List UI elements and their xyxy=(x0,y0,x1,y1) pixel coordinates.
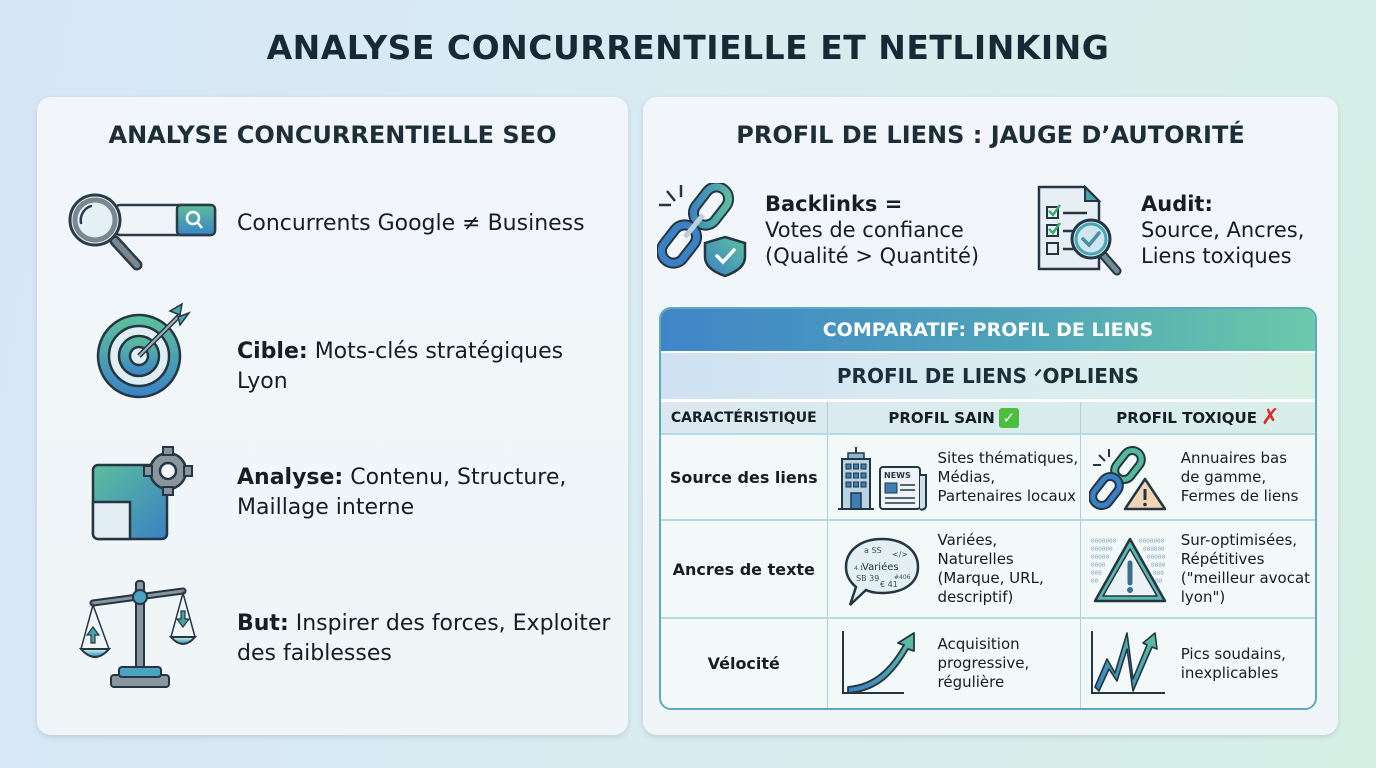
row-label: Vélocité xyxy=(661,619,828,708)
cell-line: Acquisition xyxy=(937,635,1020,653)
svg-text:</>: </> xyxy=(892,550,908,559)
cell-line: progressive, xyxy=(937,654,1030,672)
svg-text:0000: 0000 xyxy=(1151,562,1166,569)
svg-text:4.1: 4.1 xyxy=(854,565,864,572)
svg-text:NEWS: NEWS xyxy=(884,471,911,480)
right-panel-title: PROFIL DE LIENS : JAUGE D’AUTORITÉ xyxy=(736,121,1245,149)
row-label: Source des liens xyxy=(661,435,828,519)
speech-bubble-varied-icon: a SS </> 4.1 Variées SB 39 #406 € 41 xyxy=(844,537,919,606)
svg-text:0000000: 0000000 xyxy=(1091,538,1117,545)
column-header-characteristic: CARACTÉRISTIQUE xyxy=(661,402,828,433)
svg-text:000: 000 xyxy=(1153,570,1164,577)
smooth-growth-chart-icon xyxy=(841,631,915,694)
column-header-healthy: PROFIL SAIN✓ xyxy=(828,402,1081,433)
svg-text:00: 00 xyxy=(1155,578,1163,585)
cell-line: descriptif) xyxy=(937,588,1014,606)
svg-text:00000: 00000 xyxy=(1147,554,1165,561)
chain-link-shield-icon xyxy=(657,183,747,278)
healthy-cell: a SS </> 4.1 Variées SB 39 #406 € 41 Var… xyxy=(828,521,1081,617)
feature-line: Votes de confiance xyxy=(765,218,964,242)
feature-label: Backlinks = xyxy=(765,192,903,216)
item-text: Mots-clés stratégiques Lyon xyxy=(237,339,564,394)
cell-line: Médias, xyxy=(937,468,996,486)
cell-line: Partenaires locaux xyxy=(937,487,1077,505)
cell-line: Répétitives xyxy=(1180,550,1265,568)
cell-line: Fermes de liens xyxy=(1180,487,1299,505)
cell-line: inexplicables xyxy=(1180,664,1279,682)
list-item-target: Cible: Mots-clés stratégiques Lyon xyxy=(37,297,628,399)
feature-label: Audit: xyxy=(1141,192,1213,216)
table-header: COMPARATIF: PROFIL DE LIENS xyxy=(661,309,1315,351)
feature-audit: Audit: Source, Ancres, Liens toxiques xyxy=(1035,183,1335,278)
cell-line: (Marque, URL, xyxy=(937,569,1044,587)
table-column-headers: CARACTÉRISTIQUE PROFIL SAIN✓ PROFIL TOXI… xyxy=(661,399,1315,433)
cross-mark-icon: ✗ xyxy=(1260,405,1280,430)
svg-text:SB 39: SB 39 xyxy=(856,574,879,583)
cell-line: lyon") xyxy=(1180,588,1226,606)
competitive-analysis-panel: ANALYSE CONCURRENTIELLE SEO Concurrents … xyxy=(37,97,628,735)
cell-line: Sur-optimisées, xyxy=(1180,531,1298,549)
svg-text:000000: 000000 xyxy=(1091,546,1113,553)
svg-text:0000000: 0000000 xyxy=(1139,538,1165,545)
feature-backlinks: Backlinks = Votes de confiance (Qualité … xyxy=(657,183,997,278)
feature-line: Liens toxiques xyxy=(1141,244,1292,268)
puzzle-gear-icon xyxy=(91,446,193,541)
cell-line: Variées, xyxy=(937,531,998,549)
spiky-chart-icon xyxy=(1090,631,1165,694)
building-newspaper-icon: NEWS xyxy=(837,447,927,511)
cell-line: ("meilleur avocat xyxy=(1180,569,1311,587)
row-label: Ancres de texte xyxy=(661,521,828,617)
left-panel-title: ANALYSE CONCURRENTIELLE SEO xyxy=(108,121,557,149)
item-label: Analyse: xyxy=(237,465,344,490)
comparison-table: COMPARATIF: PROFIL DE LIENS PROFIL DE LI… xyxy=(659,307,1317,710)
cell-line: Pics soudains, xyxy=(1180,645,1286,663)
item-text: Concurrents Google ≠ Business xyxy=(237,211,585,236)
list-item-analysis: Analyse: Contenu, Structure, Maillage in… xyxy=(37,437,628,547)
list-item-competitors: Concurrents Google ≠ Business xyxy=(37,187,628,277)
svg-text:00: 00 xyxy=(1091,578,1099,585)
toxic-cell: Pics soudains, inexplicables xyxy=(1081,619,1315,708)
feature-line: (Qualité > Quantité) xyxy=(765,244,980,268)
svg-text:000000: 000000 xyxy=(1143,546,1165,553)
table-row: Ancres de texte a SS </> 4.1 Variées SB … xyxy=(661,519,1315,617)
cell-line: régulière xyxy=(937,673,1005,691)
table-row: Vélocité Acquisition progressive, réguli… xyxy=(661,617,1315,708)
item-text: Inspirer des forces, Exploiter des faibl… xyxy=(237,611,611,666)
svg-text:00000: 00000 xyxy=(1091,554,1109,561)
column-header-toxic: PROFIL TOXIQUE✗ xyxy=(1116,405,1280,430)
cell-line: de gamme, xyxy=(1180,468,1267,486)
svg-text:a SS: a SS xyxy=(864,546,882,555)
svg-text:#406: #406 xyxy=(894,574,911,581)
link-profile-panel: PROFIL DE LIENS : JAUGE D’AUTORITÉ Backl… xyxy=(643,97,1338,735)
audit-checklist-icon xyxy=(1037,184,1122,276)
search-bar-magnifier-icon xyxy=(68,193,217,271)
check-mark-icon: ✓ xyxy=(998,407,1019,428)
target-arrow-icon xyxy=(96,302,192,399)
balance-scale-icon xyxy=(79,580,198,688)
table-row: Source des liens NEWS xyxy=(661,433,1315,519)
page-title: ANALYSE CONCURRENTIELLE ET NETLINKING xyxy=(266,28,1110,67)
item-label: But: xyxy=(237,611,289,636)
svg-text:€ 41: € 41 xyxy=(880,580,898,589)
svg-text:000: 000 xyxy=(1091,570,1102,577)
svg-text:0000: 0000 xyxy=(1091,562,1106,569)
item-label: Cible: xyxy=(237,339,308,364)
list-item-goal: But: Inspirer des forces, Exploiter des … xyxy=(37,575,628,695)
svg-text:Variées: Variées xyxy=(862,561,899,573)
table-subheader: PROFIL DE LIENS ᐟOPLIENS xyxy=(661,351,1315,399)
cell-line: Sites thématiques, xyxy=(937,449,1079,467)
item-text: Contenu, Structure, Maillage interne xyxy=(237,465,567,520)
healthy-cell: Acquisition progressive, régulière xyxy=(828,619,1081,708)
feature-line: Source, Ancres, xyxy=(1141,218,1305,242)
healthy-cell: NEWS Sites thématiques, Médias, Partenai… xyxy=(828,435,1081,519)
cell-line: Naturelles xyxy=(937,550,1014,568)
toxic-cell: Annuaires bas de gamme, Fermes de liens xyxy=(1081,435,1315,519)
cell-line: Annuaires bas xyxy=(1180,449,1288,467)
broken-link-warning-icon xyxy=(1088,445,1166,511)
